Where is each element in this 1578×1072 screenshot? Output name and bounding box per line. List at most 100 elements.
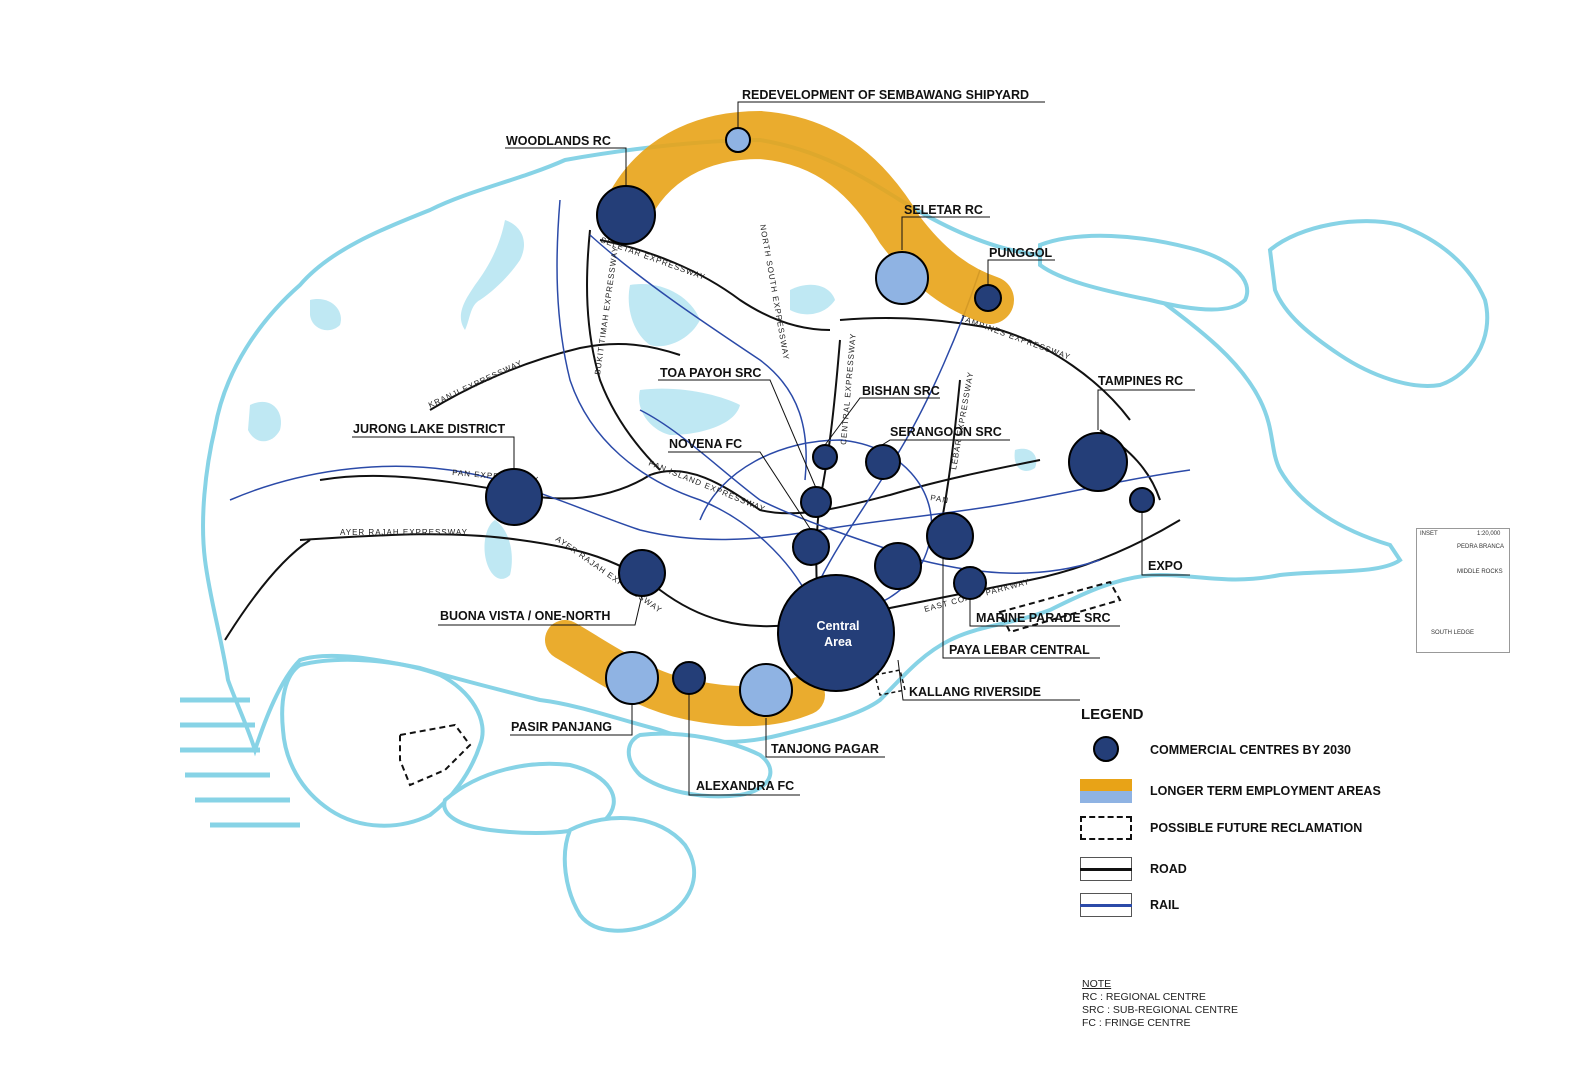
lower-seletar bbox=[790, 284, 835, 315]
rail-thomson bbox=[589, 234, 807, 481]
label-toa-payoh: TOA PAYOH SRC bbox=[660, 366, 761, 380]
centre-paya-lebar bbox=[926, 512, 974, 560]
centre-marine-parade bbox=[953, 566, 987, 600]
label-alexandra: ALEXANDRA FC bbox=[696, 779, 794, 793]
legend-item-road: ROAD bbox=[1080, 854, 1440, 884]
note-title: NOTE bbox=[1082, 978, 1112, 990]
legend-label: COMMERCIAL CENTRES BY 2030 bbox=[1150, 743, 1351, 757]
rail-network bbox=[229, 199, 1191, 617]
note-line: SRC : SUB-REGIONAL CENTRE bbox=[1082, 1004, 1238, 1016]
centre-kallang bbox=[874, 542, 922, 590]
road-tpe bbox=[839, 317, 1131, 421]
inset-title: INSET bbox=[1420, 531, 1438, 537]
note-line: FC : FRINGE CENTRE bbox=[1082, 1017, 1191, 1029]
centre-toa-payoh bbox=[800, 486, 832, 518]
label-woodlands: WOODLANDS RC bbox=[506, 134, 611, 148]
legend-label: RAIL bbox=[1150, 898, 1180, 912]
centres bbox=[485, 127, 1155, 717]
centre-tanjong-pagar bbox=[739, 663, 793, 717]
label-tampines: TAMPINES RC bbox=[1098, 374, 1183, 388]
label-expo: EXPO bbox=[1148, 559, 1183, 573]
road-kje bbox=[429, 343, 681, 411]
centre-bishan bbox=[812, 444, 838, 470]
centre-novena bbox=[792, 528, 830, 566]
legend-item-employment: LONGER TERM EMPLOYMENT AREAS bbox=[1080, 776, 1440, 806]
label-punggol: PUNGGOL bbox=[989, 246, 1053, 260]
central-area-label-2: Area bbox=[824, 635, 853, 649]
legend-label: ROAD bbox=[1150, 862, 1187, 876]
pulau-ubin-outline bbox=[1038, 233, 1249, 312]
inset-item-3: SOUTH LEDGE bbox=[1431, 630, 1475, 636]
tengeh-reservoir bbox=[248, 401, 281, 442]
road-label-ayer-rajah: AYER RAJAH EXPRESSWAY bbox=[340, 528, 468, 537]
rail-circle bbox=[699, 439, 933, 617]
label-bishan: BISHAN SRC bbox=[862, 384, 940, 398]
label-seletar: SELETAR RC bbox=[904, 203, 983, 217]
label-jurong: JURONG LAKE DISTRICT bbox=[353, 422, 505, 436]
jurong-island-outline bbox=[280, 657, 485, 828]
label-kallang: KALLANG RIVERSIDE bbox=[909, 685, 1041, 699]
kranji-reservoir bbox=[460, 220, 525, 330]
road-pie bbox=[319, 459, 1041, 515]
road-west bbox=[224, 539, 311, 641]
employment-band-north bbox=[601, 110, 1014, 324]
southern-island-2 bbox=[562, 816, 696, 933]
legend-item-commercial: COMMERCIAL CENTRES BY 2030 bbox=[1080, 735, 1440, 765]
centre-sembawang bbox=[725, 127, 751, 153]
centre-seletar bbox=[875, 251, 929, 305]
label-paya-lebar: PAYA LEBAR CENTRAL bbox=[949, 643, 1090, 657]
sarimbun-water bbox=[310, 299, 341, 331]
legend-item-reclamation: POSSIBLE FUTURE RECLAMATION bbox=[1080, 813, 1440, 843]
leader-lines bbox=[352, 101, 1195, 796]
legend-title: LEGEND bbox=[1081, 706, 1144, 723]
centre-buona-vista bbox=[618, 549, 666, 597]
centre-jurong bbox=[485, 468, 543, 526]
road-ecp bbox=[879, 519, 1181, 611]
road-bke bbox=[586, 229, 661, 471]
rail-north-east bbox=[819, 269, 981, 581]
inset-scale: 1:20,000 bbox=[1477, 531, 1501, 537]
rail-east-west bbox=[229, 465, 1191, 541]
western-reclaimed-fingers bbox=[180, 697, 300, 828]
centre-alexandra bbox=[672, 661, 706, 695]
reclamation-area-2 bbox=[998, 580, 1122, 634]
macritchie-reservoir bbox=[639, 388, 740, 435]
centre-expo bbox=[1129, 487, 1155, 513]
rail-downtown bbox=[639, 409, 1101, 574]
commercial-centre-icon bbox=[1080, 736, 1132, 762]
label-marine-parade: MARINE PARADE SRC bbox=[976, 611, 1111, 625]
employment-area-icon bbox=[1080, 779, 1132, 803]
label-novena: NOVENA FC bbox=[669, 437, 742, 451]
label-pasir-panjang: PASIR PANJANG bbox=[511, 720, 612, 734]
rail-north-south bbox=[556, 199, 811, 601]
note-line: RC : REGIONAL CENTRE bbox=[1082, 991, 1206, 1003]
central-area-label-1: Central bbox=[816, 619, 859, 633]
road-ayer-rajah bbox=[299, 533, 791, 628]
centre-punggol bbox=[974, 284, 1002, 312]
centre-tampines bbox=[1068, 432, 1128, 492]
bedok-reservoir bbox=[1014, 448, 1037, 471]
reclamation-area-3 bbox=[874, 669, 906, 696]
inset-item-2: MIDDLE ROCKS bbox=[1457, 569, 1503, 575]
centre-central-area bbox=[777, 574, 895, 692]
centre-pasir-panjang bbox=[605, 651, 659, 705]
centre-serangoon bbox=[865, 444, 901, 480]
label-sembawang: REDEVELOPMENT OF SEMBAWANG SHIPYARD bbox=[742, 88, 1029, 102]
label-buona-vista: BUONA VISTA / ONE-NORTH bbox=[440, 609, 610, 623]
road-icon bbox=[1080, 857, 1132, 881]
label-tanjong-pagar: TANJONG PAGAR bbox=[771, 742, 879, 756]
legend-item-rail: RAIL bbox=[1080, 890, 1440, 920]
jurong-lake bbox=[484, 520, 512, 579]
label-serangoon: SERANGOON SRC bbox=[890, 425, 1002, 439]
note-block: NOTE RC : REGIONAL CENTRE SRC : SUB-REGI… bbox=[1082, 978, 1238, 1030]
centre-woodlands bbox=[596, 185, 656, 245]
road-sle bbox=[599, 239, 831, 331]
seletar-reservoir bbox=[628, 284, 700, 347]
inset-item-1: PEDRA BRANCA bbox=[1457, 544, 1505, 550]
legend-label: LONGER TERM EMPLOYMENT AREAS bbox=[1150, 784, 1381, 798]
pulau-tekong-outline bbox=[1267, 219, 1490, 388]
legend-label: POSSIBLE FUTURE RECLAMATION bbox=[1150, 821, 1363, 835]
reclamation-icon bbox=[1080, 816, 1132, 840]
reclamation-area-1 bbox=[399, 723, 472, 787]
